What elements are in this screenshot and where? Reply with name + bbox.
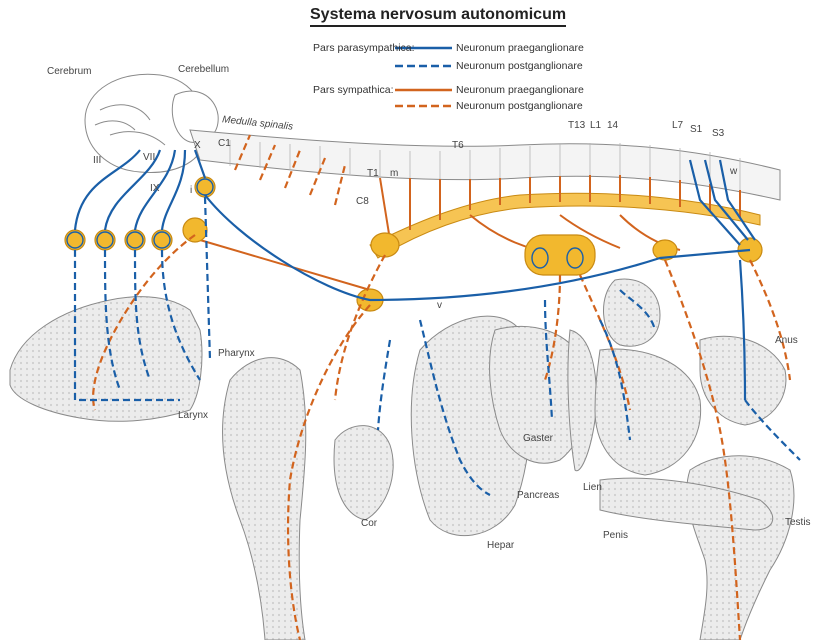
label-s3: S3 xyxy=(712,128,725,139)
label-larynx: Larynx xyxy=(178,410,209,421)
label-cerebellum: Cerebellum xyxy=(178,64,230,75)
spinal-cord xyxy=(189,129,781,201)
kidney-outline xyxy=(603,278,661,347)
label-c8: C8 xyxy=(356,196,369,207)
genital-outline xyxy=(599,477,773,531)
label-nerve-x: X xyxy=(194,140,201,151)
legend-item-symp-post: Neuronum postganglionare xyxy=(456,100,583,112)
legend-item-para-pre: Neuronum praeganglionare xyxy=(456,42,584,54)
intestine-outline xyxy=(594,348,702,476)
sympathetic-chain xyxy=(369,192,761,259)
label-v: v xyxy=(437,300,442,311)
legend-item-symp-pre: Neuronum praeganglionare xyxy=(456,84,584,96)
body-outline xyxy=(9,278,795,640)
label-hepar: Hepar xyxy=(487,540,515,551)
label-t13: T13 xyxy=(568,120,586,131)
legend-parasympathetic-label: Pars parasympathica: xyxy=(313,42,415,54)
label-penis: Penis xyxy=(603,530,629,541)
label-cor: Cor xyxy=(361,518,378,529)
forelimb-outline xyxy=(222,357,307,640)
label-w: w xyxy=(730,166,738,177)
label-t6: T6 xyxy=(452,140,464,151)
spinal-segments xyxy=(229,140,741,190)
spleen-outline xyxy=(567,329,597,472)
label-gaster: Gaster xyxy=(523,433,554,444)
label-l4: 14 xyxy=(607,120,619,131)
label-nerve-iii: III xyxy=(93,155,102,166)
label-c1: C1 xyxy=(218,138,231,149)
diagram-title: Systema nervosum autonomicum xyxy=(310,6,567,27)
pelvic-outline xyxy=(699,335,787,426)
legend-sympathetic-label: Pars sympathica: xyxy=(313,84,394,96)
label-l7: L7 xyxy=(672,120,684,131)
parasympathetic-system xyxy=(66,149,801,496)
label-nerve-ix: IX xyxy=(150,183,160,194)
label-pharynx: Pharynx xyxy=(218,348,255,359)
label-nerve-vii: VII xyxy=(143,152,156,163)
label-testis: Testis xyxy=(785,517,811,528)
heart-outline xyxy=(333,425,394,521)
label-pancreas: Pancreas xyxy=(517,490,560,501)
label-lien: Lien xyxy=(583,482,602,493)
label-s1: S1 xyxy=(690,124,703,135)
hindlimb-outline xyxy=(686,455,795,640)
head-outline xyxy=(9,296,203,422)
stomach-outline xyxy=(489,325,590,464)
legend-item-para-post: Neuronum postganglionare xyxy=(456,60,583,72)
label-cerebrum: Cerebrum xyxy=(47,66,92,77)
legend-lines xyxy=(395,46,452,108)
label-i: i xyxy=(190,185,193,196)
label-m: m xyxy=(390,168,399,179)
label-t1: T1 xyxy=(367,168,379,179)
label-anus: Anus xyxy=(775,335,798,346)
label-l1: L1 xyxy=(590,120,602,131)
